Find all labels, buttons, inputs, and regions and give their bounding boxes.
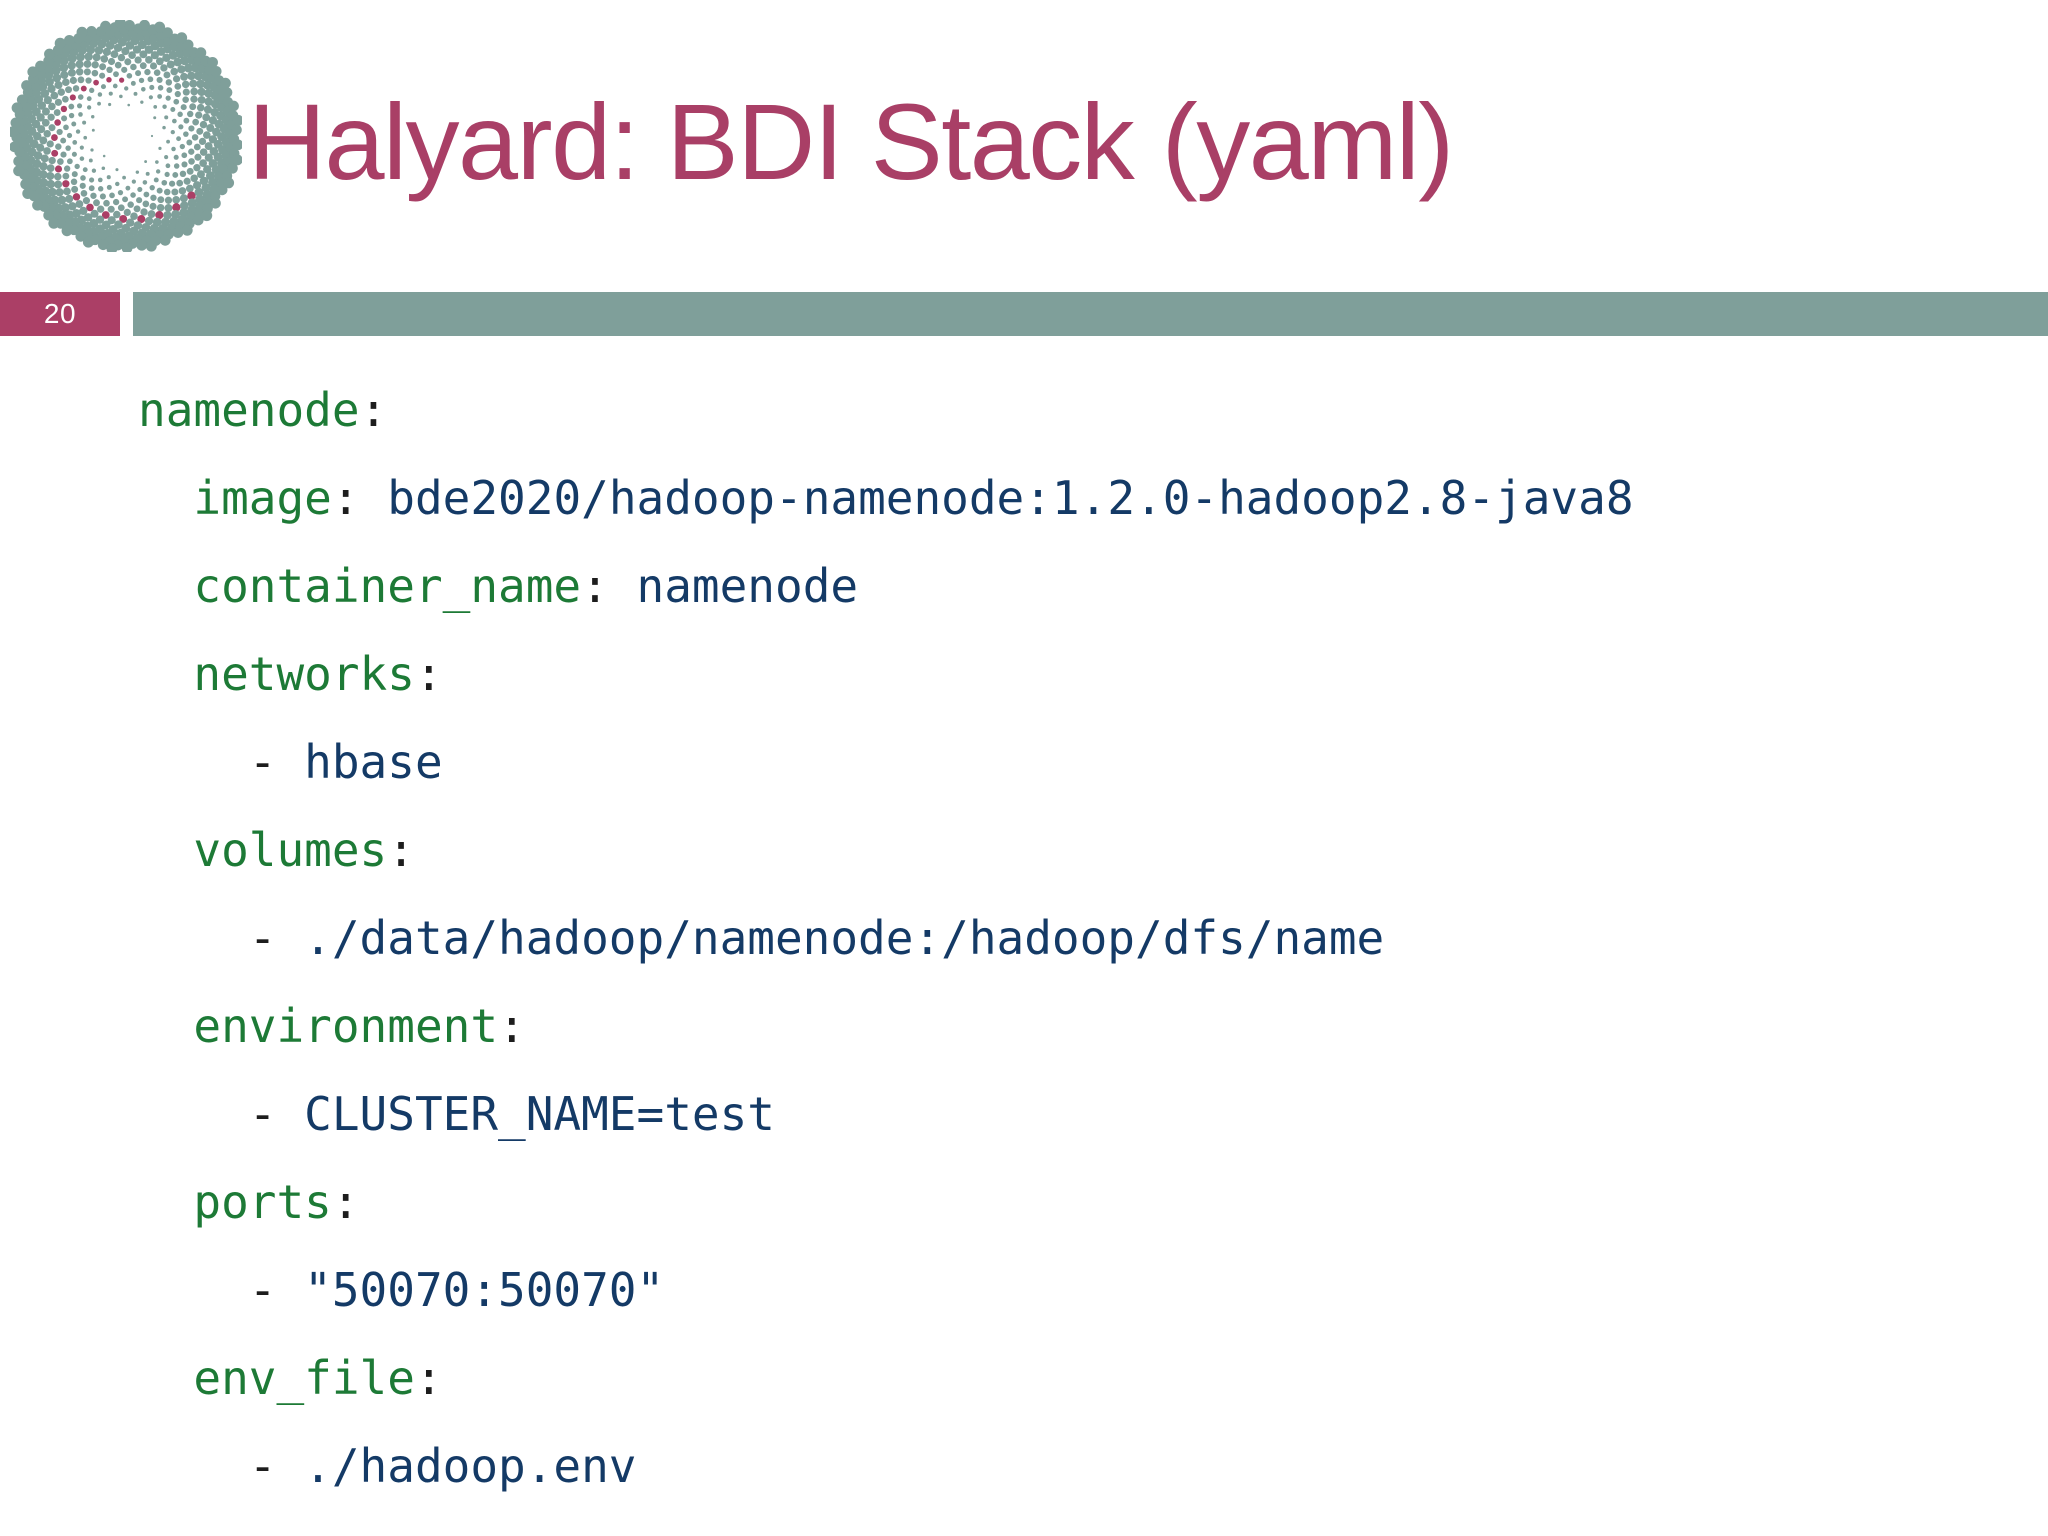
yaml-colon: : bbox=[414, 1351, 443, 1405]
yaml-key: networks bbox=[193, 647, 415, 701]
yaml-colon: : bbox=[498, 999, 526, 1053]
code-line: namenode: bbox=[138, 366, 2048, 454]
code-line: - CLUSTER_NAME=test bbox=[138, 1070, 2048, 1158]
halyard-spiral-logo-icon bbox=[10, 20, 242, 252]
yaml-value: "50070:50070" bbox=[304, 1263, 665, 1317]
yaml-key: volumes bbox=[193, 823, 388, 877]
code-line: - ./hadoop.env bbox=[138, 1422, 2048, 1510]
yaml-value: CLUSTER_NAME=test bbox=[304, 1087, 775, 1141]
yaml-key: env_file bbox=[193, 1351, 415, 1405]
code-line: container_name: namenode bbox=[138, 542, 2048, 630]
yaml-colon: : bbox=[331, 471, 360, 525]
code-line: networks: bbox=[138, 630, 2048, 718]
yaml-list-dash: - bbox=[248, 735, 305, 789]
yaml-value: ./data/hadoop/namenode:/hadoop/dfs/name bbox=[304, 911, 1385, 965]
yaml-value: bde2020/hadoop-namenode:1.2.0-hadoop2.8-… bbox=[359, 471, 1634, 525]
yaml-key: ports bbox=[193, 1175, 332, 1229]
yaml-key: environment bbox=[193, 999, 499, 1053]
yaml-list-dash: - bbox=[248, 911, 305, 965]
yaml-colon: : bbox=[414, 647, 443, 701]
yaml-colon: : bbox=[359, 383, 388, 437]
code-line: env_file: bbox=[138, 1334, 2048, 1422]
yaml-value: namenode bbox=[608, 559, 859, 613]
code-line: environment: bbox=[138, 982, 2048, 1070]
slide-header: Halyard: BDI Stack (yaml) bbox=[0, 0, 2048, 290]
yaml-list-dash: - bbox=[248, 1087, 305, 1141]
code-line: volumes: bbox=[138, 806, 2048, 894]
yaml-list-dash: - bbox=[248, 1439, 305, 1493]
code-line: ports: bbox=[138, 1158, 2048, 1246]
yaml-content-area: namenode: image: bde2020/hadoop-namenode… bbox=[0, 366, 2048, 1536]
yaml-key: namenode bbox=[138, 383, 360, 437]
code-line: - "50070:50070" bbox=[138, 1246, 2048, 1334]
page-title: Halyard: BDI Stack (yaml) bbox=[248, 81, 1454, 202]
yaml-list-dash: - bbox=[248, 1263, 305, 1317]
yaml-value: hbase bbox=[304, 735, 443, 789]
yaml-key: container_name bbox=[193, 559, 582, 613]
yaml-colon: : bbox=[331, 1175, 360, 1229]
header-rule-bar bbox=[133, 292, 2048, 336]
yaml-key: image bbox=[193, 471, 332, 525]
code-line: image: bde2020/hadoop-namenode:1.2.0-had… bbox=[138, 454, 2048, 542]
code-line: - ./data/hadoop/namenode:/hadoop/dfs/nam… bbox=[138, 894, 2048, 982]
yaml-value: ./hadoop.env bbox=[304, 1439, 637, 1493]
yaml-colon: : bbox=[387, 823, 415, 877]
yaml-code-block: namenode: image: bde2020/hadoop-namenode… bbox=[0, 366, 2048, 1510]
code-line: - hbase bbox=[138, 718, 2048, 806]
page-number-badge: 20 bbox=[0, 292, 120, 336]
yaml-colon: : bbox=[581, 559, 609, 613]
header-rule-band: 20 bbox=[0, 292, 2048, 336]
